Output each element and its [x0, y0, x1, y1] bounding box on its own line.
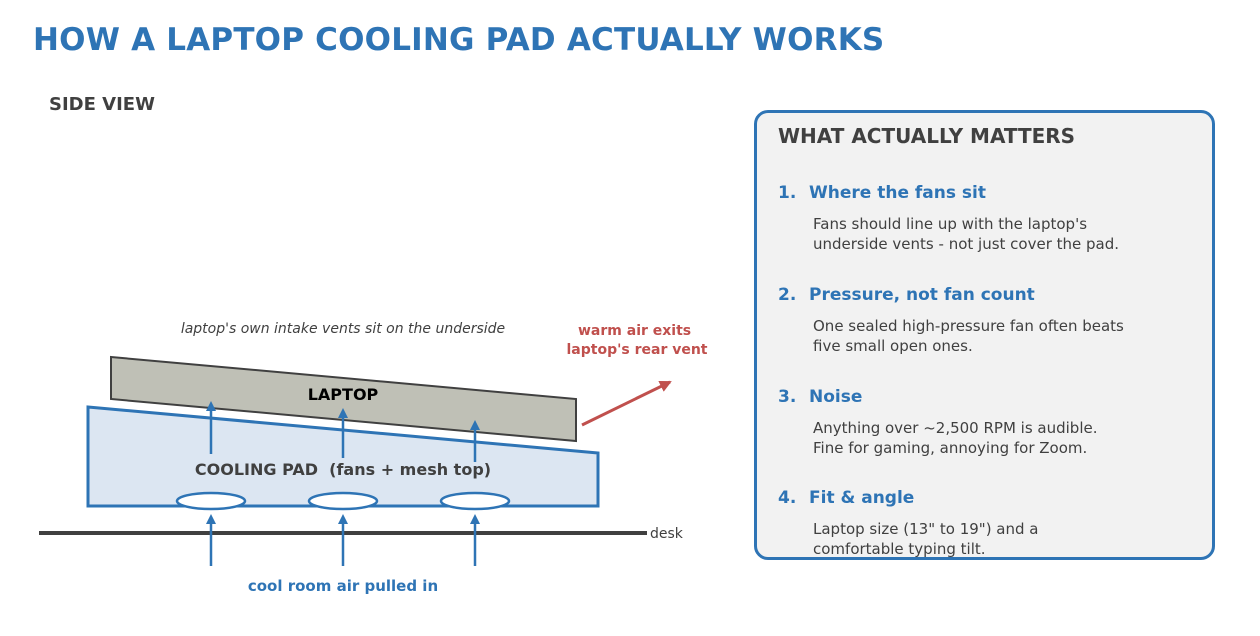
cooling-pad-label: COOLING PAD (fans + mesh top)	[195, 460, 491, 479]
desk-label: desk	[650, 526, 684, 542]
item-description-line: Laptop size (13" to 19") and a	[813, 520, 1039, 538]
item-description: Laptop size (13" to 19") and a comfortab…	[813, 520, 1198, 559]
warm-air-label-line1: warm air exits	[578, 323, 691, 339]
item-heading: 3. Noise	[778, 387, 1198, 407]
page-title: HOW A LAPTOP COOLING PAD ACTUALLY WORKS	[33, 22, 885, 58]
what-matters-panel: WHAT ACTUALLY MATTERS 1. Where the fans s…	[754, 110, 1215, 560]
item-description: Fans should line up with the laptop's un…	[813, 215, 1198, 254]
item-heading: 1. Where the fans sit	[778, 183, 1198, 203]
item-description-line: five small open ones.	[813, 336, 973, 355]
matters-item-pressure: 2. Pressure, not fan count One sealed hig…	[778, 285, 1198, 356]
warm-air-arrow	[581, 380, 672, 427]
intake-vents-note: laptop's own intake vents sit on the und…	[181, 321, 505, 337]
item-description: Anything over ~2,500 RPM is audible. Fin…	[813, 419, 1198, 458]
item-heading-text: Noise	[809, 387, 863, 407]
item-heading: 2. Pressure, not fan count	[778, 285, 1198, 305]
matters-item-fan-position: 1. Where the fans sit Fans should line up…	[778, 183, 1198, 254]
side-view-label: SIDE VIEW	[49, 94, 155, 115]
item-heading-text: Pressure, not fan count	[809, 285, 1035, 305]
item-description: One sealed high-pressure fan often beats…	[813, 317, 1198, 356]
item-heading-text: Fit & angle	[809, 488, 915, 508]
fan-center	[307, 491, 379, 511]
item-description-line: underside vents - not just cover the pad…	[813, 234, 1120, 253]
item-description-line: Fans should line up with the laptop's	[813, 215, 1088, 233]
fan-right	[439, 491, 511, 511]
cool-air-label: cool room air pulled in	[248, 577, 438, 595]
item-description-line: One sealed high-pressure fan often beats	[813, 317, 1124, 335]
panel-title: WHAT ACTUALLY MATTERS	[778, 124, 1076, 148]
item-description-line: Fine for gaming, annoying for Zoom.	[813, 438, 1088, 457]
warm-air-label: warm air exits laptop's rear vent	[567, 323, 708, 358]
item-number: 4.	[778, 488, 797, 508]
matters-item-fit-angle: 4. Fit & angle Laptop size (13" to 19") a…	[778, 488, 1198, 559]
matters-item-noise: 3. Noise Anything over ~2,500 RPM is audi…	[778, 387, 1198, 458]
item-description-line: comfortable typing tilt.	[813, 539, 986, 558]
laptop	[110, 355, 577, 443]
laptop-label: LAPTOP	[308, 385, 379, 404]
item-number: 1.	[778, 183, 797, 203]
item-description-line: Anything over ~2,500 RPM is audible.	[813, 419, 1098, 437]
item-number: 2.	[778, 285, 797, 305]
item-heading-text: Where the fans sit	[809, 183, 986, 203]
item-heading: 4. Fit & angle	[778, 488, 1198, 508]
fan-left	[175, 491, 247, 511]
cooling-pad-diagram: laptop's own intake vents sit on the und…	[39, 321, 708, 595]
item-number: 3.	[778, 387, 797, 407]
warm-air-label-line2: laptop's rear vent	[567, 342, 708, 358]
